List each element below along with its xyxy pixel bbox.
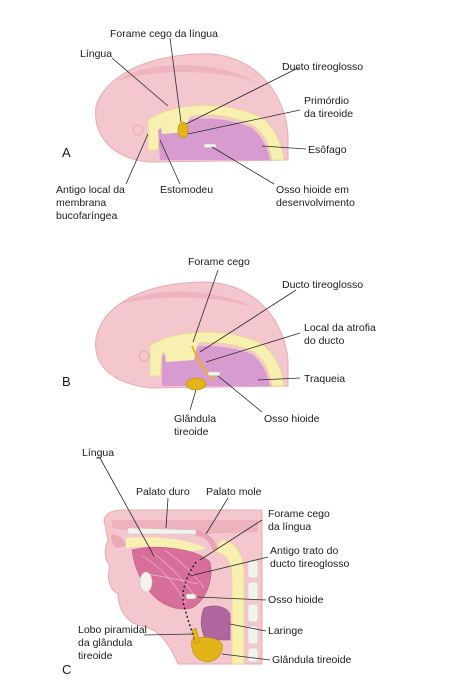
label-ducto-tireoglosso-a: Ducto tireoglosso (282, 61, 363, 73)
tongue-striations (141, 549, 205, 605)
label-forame-cego-lingua-a: Forame cego da língua (110, 28, 218, 40)
endoderm-lining-a (147, 104, 285, 161)
panel-letter-b: B (62, 374, 71, 389)
label-forame-cego-b: Forame cego (188, 256, 250, 268)
label-desenvolvimento-a: desenvolvimento (276, 197, 355, 209)
label-lingua-c: Língua (82, 447, 114, 459)
thyroid-gland-c (191, 637, 223, 663)
soft-palate-c (196, 530, 218, 550)
label-antigo-local-a: Antigo local da (56, 184, 125, 196)
label-ducto-tireoglosso-b: Ducto tireoglosso (282, 279, 363, 291)
label-estomodeu-a: Estomodeu (160, 184, 213, 196)
eye-placode-icon (138, 350, 150, 362)
label-laringe-c: Laringe (268, 625, 303, 637)
label-tireoide-c: tireoide (78, 650, 113, 662)
label-esofago-a: Esôfago (308, 144, 347, 156)
thyroglossal-tract-c (182, 561, 197, 645)
label-lingua-a: Língua (80, 48, 112, 60)
thyroid-primordium-icon (177, 121, 189, 139)
panel-b: Forame cego Ducto tireoglosso Local da a… (62, 256, 376, 438)
thyroglossal-duct-b (191, 345, 215, 381)
larynx-c (200, 605, 231, 641)
label-palato-duro-c: Palato duro (136, 486, 190, 498)
label-palato-mole-c: Palato mole (206, 486, 262, 498)
label-glandula-b: Glândula (174, 413, 216, 425)
label-ducto-tireoglosso-c: ducto tireoglosso (270, 558, 350, 570)
panel-letter-c: C (62, 662, 71, 677)
upper-lip-c (111, 534, 126, 548)
panel-c: Língua Palato duro Palato mole Forame ce… (62, 447, 352, 677)
label-do-ducto-b: do ducto (304, 335, 344, 347)
head-shade-b (120, 291, 262, 312)
label-tireoide-b: tireoide (174, 426, 209, 438)
label-lobo-piramidal-c: Lobo piramidal (78, 624, 147, 636)
panel-a: Forame cego da língua Língua Ducto tireo… (56, 28, 363, 222)
pyramidal-lobe-c (191, 627, 201, 645)
pharynx-airway-c (215, 539, 245, 665)
eye-placode-icon (132, 124, 144, 136)
label-osso-hioide-b: Osso hioide (264, 413, 320, 425)
label-local-atrofia-b: Local da atrofia (304, 322, 376, 334)
label-bucofaringea-a: bucofaríngea (56, 210, 117, 222)
vertebra-icon (247, 559, 259, 663)
head-shade-a (118, 64, 262, 86)
mandible-bone-c (139, 571, 153, 593)
label-primordio-a: Primórdio (304, 95, 349, 107)
thyroid-gland-b (185, 377, 207, 391)
label-forame-cego-c: Forame cego (268, 508, 330, 520)
label-glandula-tireoide-c: Glândula tireoide (272, 654, 352, 666)
label-da-lingua-c: da língua (268, 521, 311, 533)
label-da-glandula-c: da glândula (78, 637, 132, 649)
label-traqueia-b: Traqueia (304, 373, 345, 385)
label-antigo-trato-c: Antigo trato do (270, 545, 338, 557)
label-da-tireoide-a: da tireoide (304, 108, 353, 120)
label-osso-hioide-c: Osso hioide (268, 594, 324, 606)
hyoid-bone-icon (207, 371, 221, 376)
tongue-bud-b (164, 337, 198, 362)
label-osso-hioide-a: Osso hioide em (276, 184, 349, 196)
hyoid-bone-icon (203, 143, 217, 148)
panel-letter-a: A (62, 145, 71, 160)
hyoid-bone-icon (185, 593, 197, 600)
label-membrana-a: membrana (56, 197, 106, 209)
